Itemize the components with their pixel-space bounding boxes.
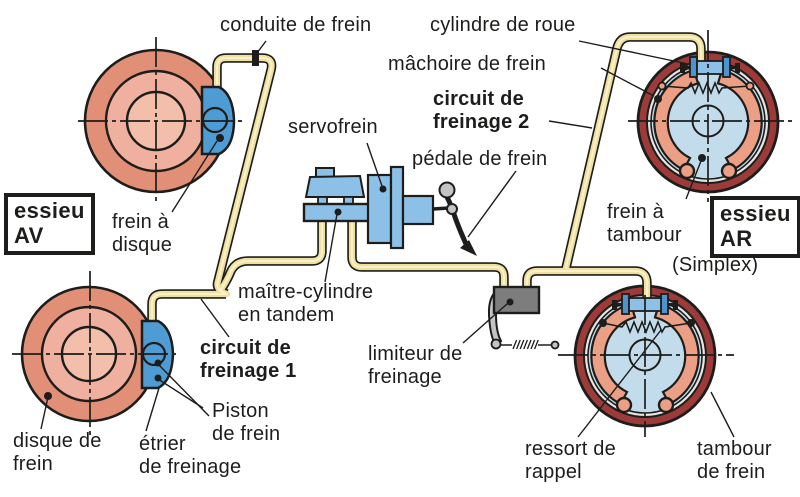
label-line: étrier	[139, 433, 186, 455]
servo-output	[401, 194, 435, 226]
label-line: disque de	[13, 430, 102, 452]
label-line: frein	[13, 453, 53, 475]
brake-piston	[201, 106, 229, 134]
label-cylindre-de-roue: cylindre de roue	[430, 14, 576, 36]
pipe-connector	[252, 50, 259, 66]
servo-body	[366, 173, 393, 245]
servo-plate	[389, 165, 405, 250]
label-line: Piston	[212, 400, 269, 422]
label-line: freinage 2	[433, 111, 530, 133]
limiter-spring	[512, 339, 539, 350]
label-line: circuit de	[200, 337, 291, 359]
label-line: de freinage	[139, 456, 242, 478]
label-servofrein: servofrein	[288, 116, 378, 138]
label-line: limiteur de	[368, 343, 463, 365]
return-spring	[657, 80, 755, 96]
label-line: en tandem	[238, 304, 335, 326]
label-line: maître-cylindre	[238, 281, 374, 303]
brake-pipes	[147, 32, 706, 331]
label-line: de frein	[697, 461, 766, 483]
label-line: tambour	[607, 224, 682, 246]
force-arrow	[460, 240, 477, 256]
wheel-cylinder-bottom-drum	[612, 293, 678, 315]
limiter-body	[492, 285, 541, 315]
label-line: ressort de	[525, 438, 616, 460]
label-line: freinage	[368, 366, 442, 388]
label-line: essieu	[14, 198, 85, 223]
label-machoire-de-frein: mâchoire de frein	[388, 53, 546, 75]
crosshairs	[12, 30, 796, 437]
label-line: frein à	[607, 201, 664, 223]
pointer-lines	[40, 40, 735, 438]
brake-pedal	[438, 181, 477, 256]
label-line: rappel	[525, 461, 582, 483]
wheel-cylinder-top-drum	[680, 56, 740, 78]
label-line: circuit de	[433, 88, 524, 110]
label-line: disque	[112, 234, 173, 256]
label-pedale-de-frein: pédale de frein	[412, 148, 548, 170]
label-line: freinage 1	[200, 360, 297, 382]
label-line: AV	[14, 223, 44, 248]
label-line: frein à	[112, 211, 169, 233]
master-cylinder-servo	[302, 165, 450, 250]
brake-limiter	[487, 285, 560, 350]
label-line: tambour	[697, 438, 772, 460]
label-simplex: (Simplex)	[672, 254, 759, 276]
fluid-reservoir	[304, 174, 366, 198]
label-conduite-de-frein: conduite de frein	[220, 14, 372, 36]
label-line: de frein	[212, 423, 281, 445]
label-line: AR	[720, 226, 753, 251]
label-line: essieu	[720, 201, 791, 226]
